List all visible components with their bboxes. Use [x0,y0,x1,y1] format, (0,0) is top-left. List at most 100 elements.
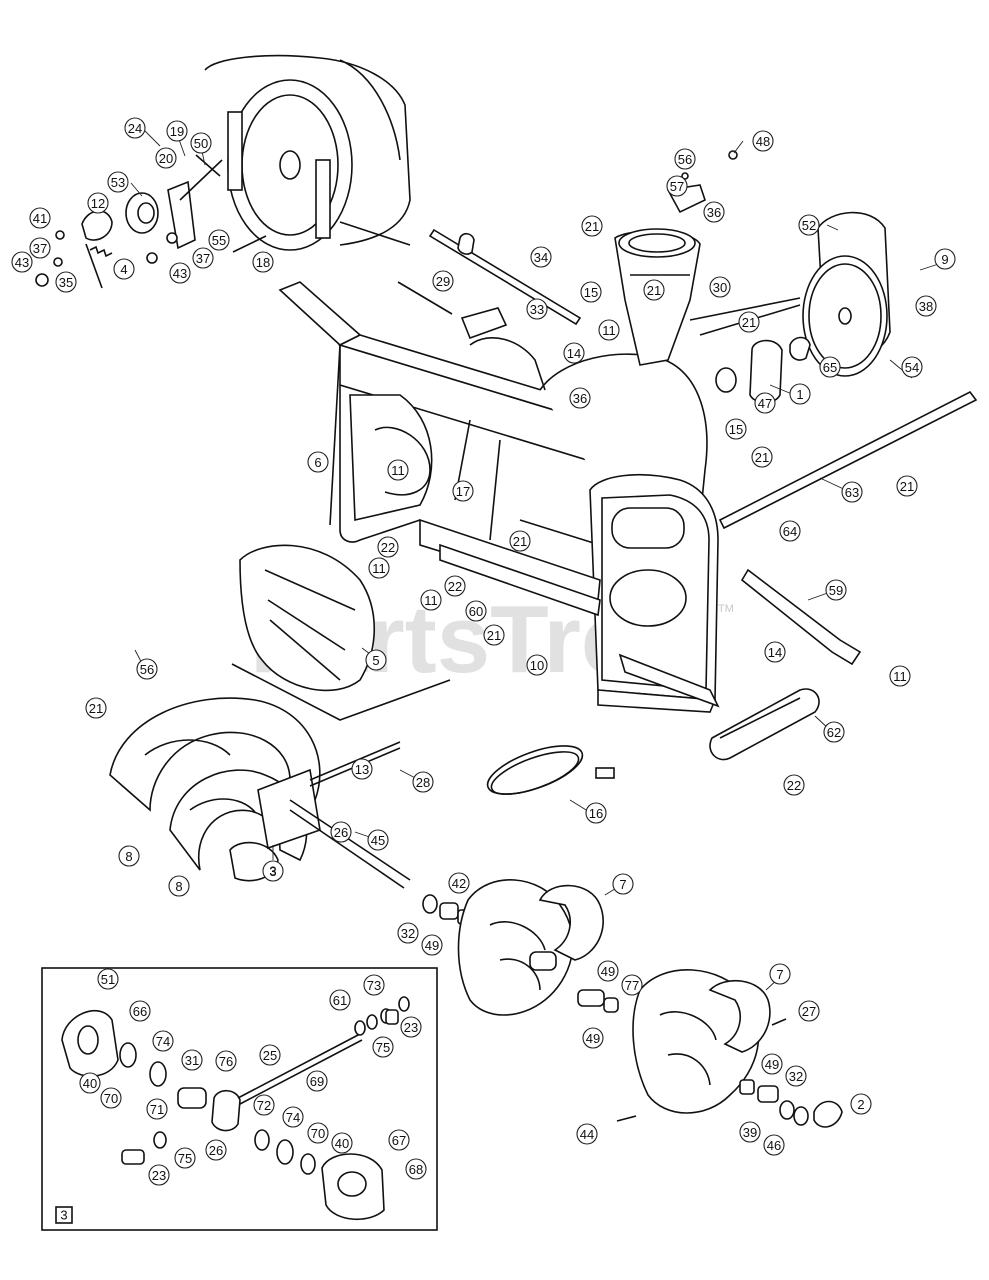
callout-number: 2 [857,1097,864,1112]
callout-number: 48 [756,134,770,149]
callout-circle [412,771,434,793]
callout-45: 45 [367,829,389,851]
callout-53: 53 [107,171,129,193]
callout-43: 43 [169,262,191,284]
callout-17: 17 [452,480,474,502]
callout-49: 49 [761,1053,783,1075]
callout-64: 64 [779,520,801,542]
callout-15: 15 [580,281,602,303]
callout-number: 62 [827,725,841,740]
callout-number: 21 [755,450,769,465]
callout-number: 61 [333,993,347,1008]
callout-number: 60 [469,604,483,619]
callout-circle [901,356,923,378]
callout-number: 33 [530,302,544,317]
callout-7: 7 [612,873,634,895]
callout-43: 43 [11,251,33,273]
callout-circle [483,624,505,646]
auger-right [632,969,771,1114]
callout-69: 69 [306,1070,328,1092]
callout-number: 20 [159,151,173,166]
callout-number: 14 [768,645,782,660]
callout-74: 74 [152,1030,174,1052]
impeller-shaft [397,228,582,340]
callout-21: 21 [751,446,773,468]
callout-number: 56 [140,662,154,677]
callout-circle [174,1147,196,1169]
callout-number: 53 [111,175,125,190]
callout-number: 32 [401,926,415,941]
callout-circle [192,247,214,269]
callout-number: 21 [585,219,599,234]
callout-23: 23 [400,1016,422,1038]
callout-2: 2 [850,1093,872,1115]
callout-56: 56 [136,658,158,680]
callout-circle [448,872,470,894]
callout-25: 25 [259,1044,281,1066]
callout-68: 68 [405,1158,427,1180]
callout-circle [181,1049,203,1071]
callout-circle [703,201,725,223]
callout-40: 40 [79,1072,101,1094]
callout-number: 11 [893,669,907,684]
callout-number: 21 [647,283,661,298]
callout-13: 13 [351,758,373,780]
callout-52: 52 [798,214,820,236]
callout-circle [331,1132,353,1154]
callout-circle [444,575,466,597]
wheel-drum [204,54,411,251]
callout-number: 41 [33,211,47,226]
callout-36: 36 [703,201,725,223]
power-cord [486,745,615,795]
callout-77: 77 [621,974,643,996]
callout-31: 31 [181,1049,203,1071]
bearings-right [577,989,843,1128]
callout-32: 32 [397,922,419,944]
callout-circle [388,1129,410,1151]
callout-circle [372,1036,394,1058]
callout-number: 9 [941,252,948,267]
callout-circle [420,589,442,611]
callout-21: 21 [738,311,760,333]
callout-number: 12 [91,196,105,211]
callout-number: 27 [802,1004,816,1019]
callout-circle [889,665,911,687]
callout-number: 40 [83,1076,97,1091]
callout-circle [166,120,188,142]
callout-1: 1 [789,383,811,405]
callout-62: 62 [823,721,845,743]
callout-49: 49 [582,1027,604,1049]
callout-circle [113,258,135,280]
callout-number: 37 [196,251,210,266]
callout-66: 66 [129,1000,151,1022]
callout-number: 43 [173,266,187,281]
callout-circle [387,459,409,481]
callout-circle [465,600,487,622]
callout-70: 70 [307,1122,329,1144]
callout-circle [934,248,956,270]
callout-number: 29 [436,274,450,289]
callout-57: 57 [666,175,688,197]
callout-number: 42 [452,876,466,891]
callout-circle [118,845,140,867]
callout-10: 10 [526,654,548,676]
callout-number: 6 [314,455,321,470]
callout-number: 21 [900,479,914,494]
callout-circle [798,214,820,236]
callout-38: 38 [915,295,937,317]
callout-number: 36 [707,205,721,220]
callout-circle [612,873,634,895]
callout-number: 21 [742,315,756,330]
callout-number: 5 [372,653,379,668]
callout-number: 69 [310,1074,324,1089]
callout-number: 45 [371,833,385,848]
callout-circle [259,1044,281,1066]
callout-circle [585,802,607,824]
callout-47: 47 [754,392,776,414]
callout-number: 74 [286,1110,300,1125]
callout-circle [11,251,33,273]
callout-number: 23 [152,1168,166,1183]
callout-circle [582,1027,604,1049]
